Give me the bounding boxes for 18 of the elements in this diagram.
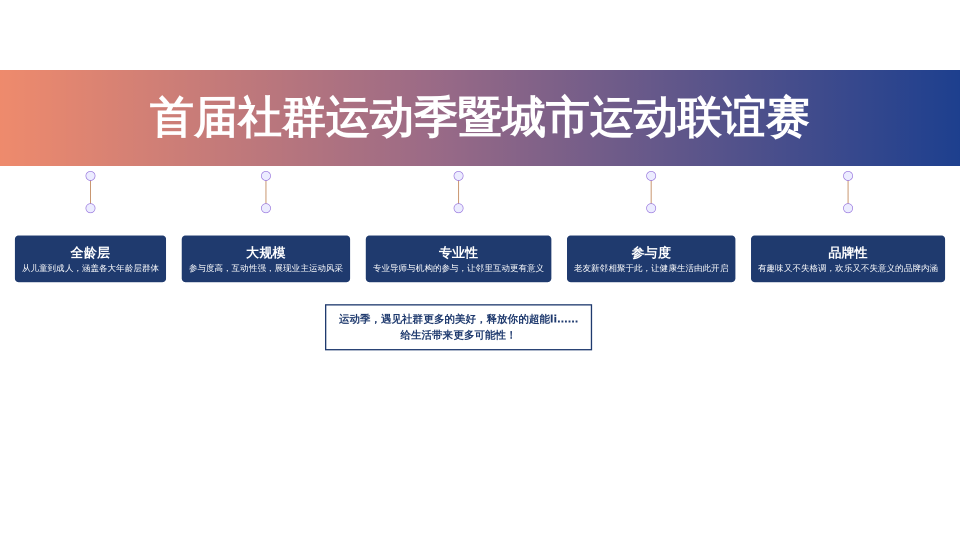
node-circle bbox=[261, 203, 271, 214]
node-circle bbox=[86, 203, 96, 214]
node-circle bbox=[646, 170, 656, 181]
node-circle bbox=[261, 170, 271, 181]
node-circle bbox=[843, 170, 854, 181]
diagram: 全龄层 从儿童到成人，涵盖各大年龄层群体 大规模 参与度高，互动性强，展现业主运动风采 专业性 专业导师与机构的参与，让邻里互动更有意义 参与度 老友新邻相聚于此，让健康生活由此开启 品牌性 有趣味又不失格调，欢乐又不失意义的品牌内涵 运动季，遇见社群更多的美好，释放你的超能li…… 给生活带来更多可能性！ bbox=[10, 166, 950, 355]
node-circle bbox=[454, 170, 464, 181]
connector bbox=[848, 180, 849, 204]
connector bbox=[650, 180, 652, 204]
title-banner: 首届社群运动季暨城市运动联谊赛 bbox=[0, 70, 960, 166]
node-circle bbox=[843, 203, 854, 214]
node-circle bbox=[86, 170, 96, 181]
node-circle bbox=[454, 203, 464, 214]
node-circle bbox=[646, 203, 656, 214]
node-box bbox=[325, 304, 592, 350]
connector bbox=[458, 180, 460, 204]
connector bbox=[265, 180, 266, 204]
connector bbox=[90, 180, 91, 204]
